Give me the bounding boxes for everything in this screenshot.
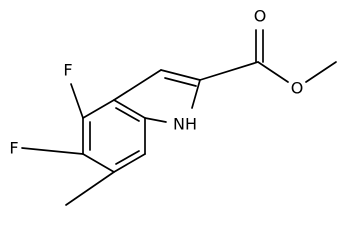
bond-c3-c2-inner [164, 77, 197, 87]
atom-label-fluorine-bottom: F [9, 139, 18, 158]
bond-c3a-c3 [113, 69, 162, 101]
atom-label-fluorine-top: F [63, 61, 72, 80]
bond-c2-carbonyl [199, 61, 259, 81]
bond-c2-n1 [191, 79, 201, 109]
atom-label-nh: NH [173, 115, 197, 134]
bond-c6-methyl [65, 171, 115, 206]
bond-c7a-c3a-inner [115, 107, 140, 122]
bond-c5-f [21, 147, 84, 155]
bond-carbonyl-o-ester [257, 61, 289, 83]
bond-c4-f [70, 83, 84, 119]
bond-c3a-c4 [82, 99, 115, 119]
bond-c6-c7-inner [115, 150, 140, 165]
bond-c3-c2 [160, 69, 201, 81]
bond-c5-c6 [82, 153, 115, 173]
bond-n1-c7a [144, 117, 167, 123]
atom-label-oxygen-carbonyl: O [254, 7, 267, 26]
bond-c7a-c3a [113, 99, 146, 119]
bond-o-methyl [305, 61, 337, 83]
atom-label-oxygen-ester: O [291, 79, 304, 98]
bond-c6-c7 [113, 153, 146, 173]
